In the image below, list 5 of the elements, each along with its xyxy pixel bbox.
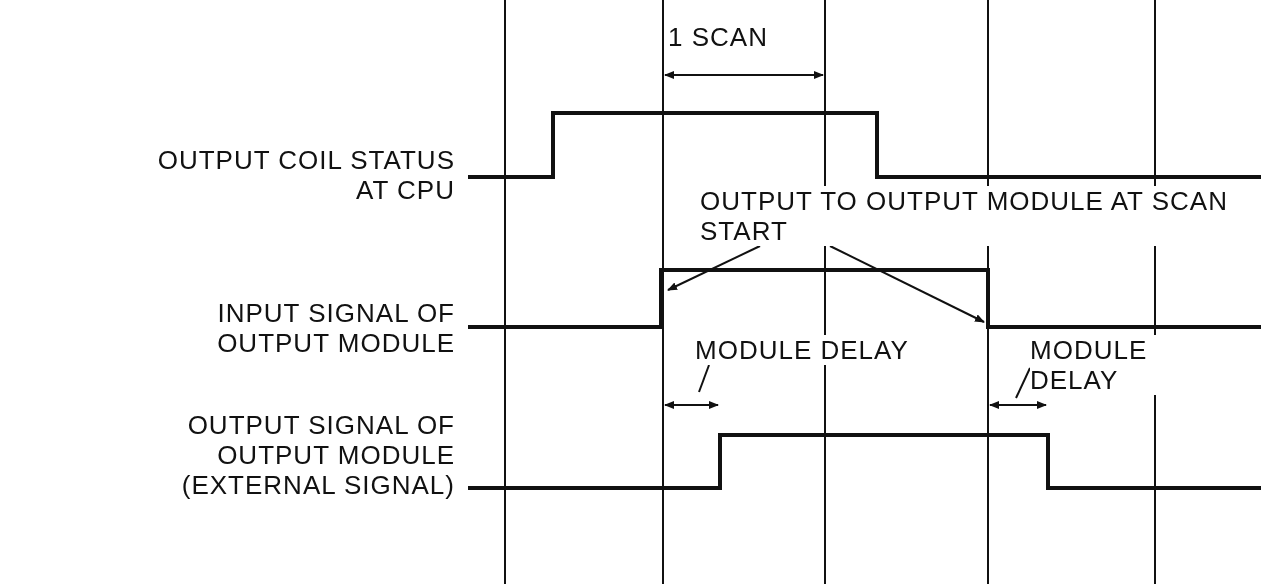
leader-line <box>667 245 761 291</box>
leader-line <box>829 245 985 323</box>
leader-line <box>698 364 710 393</box>
callout-text: MODULE DELAY <box>695 335 909 365</box>
leader-line <box>1015 367 1031 399</box>
